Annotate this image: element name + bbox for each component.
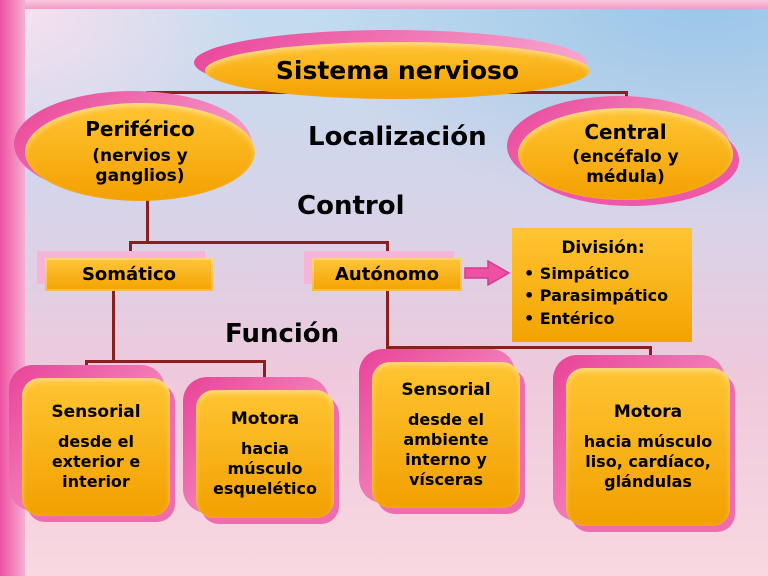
division-title: División: <box>561 238 645 258</box>
leaf-body: desde el ambiente interno y vísceras <box>403 410 489 489</box>
heading-localizacion: Localización <box>308 122 487 152</box>
node-face: Periférico (nervios y ganglios) <box>25 103 255 201</box>
node-face: Sistema nervioso <box>205 42 590 99</box>
periferico-label: Periférico <box>85 116 195 141</box>
connector-line <box>386 290 389 349</box>
division-item: • Simpático <box>524 264 630 283</box>
leaf-body: hacia músculo liso, cardíaco, glándulas <box>583 432 713 491</box>
leaf-sensorial-autonomo: Sensorial desde el ambiente interno y ví… <box>359 349 520 508</box>
heading-control: Control <box>297 191 405 221</box>
division-item: • Parasimpático <box>524 286 669 306</box>
autonomo-label: Autónomo <box>312 258 462 291</box>
leaf-motora-autonomo: Motora hacia músculo liso, cardíaco, glá… <box>553 355 730 526</box>
leaf-motora-somatico: Motora hacia músculo esquelético <box>183 377 334 518</box>
heading-funcion: Función <box>225 319 340 349</box>
connector-line <box>146 197 149 244</box>
division-box: División: • Simpático • Parasimpático • … <box>512 228 692 342</box>
node-central: Central (encéfalo y médula) <box>507 96 733 200</box>
division-item: • Entérico <box>524 308 615 328</box>
connector-line <box>85 360 266 363</box>
node-face: Motora hacia músculo liso, cardíaco, glá… <box>566 368 730 526</box>
node-face: Central (encéfalo y médula) <box>518 108 733 200</box>
leaf-title: Sensorial <box>51 402 141 422</box>
node-face: Sensorial desde el exterior e interior <box>22 378 170 516</box>
top-border-decoration <box>0 0 768 9</box>
node-autonomo: Autónomo <box>304 251 462 291</box>
node-face: Sensorial desde el ambiente interno y ví… <box>372 362 520 508</box>
somatico-label: Somático <box>45 258 213 291</box>
node-somatico: Somático <box>37 251 213 291</box>
node-sistema-nervioso: Sistema nervioso <box>194 30 590 99</box>
connector-line <box>112 290 115 363</box>
central-label: Central <box>584 119 667 144</box>
leaf-body: hacia músculo esquelético <box>212 439 317 498</box>
connector-line <box>263 360 266 392</box>
arrow-right-icon <box>464 259 511 287</box>
leaf-title: Motora <box>613 402 683 422</box>
connector-line <box>386 346 652 349</box>
node-periferico: Periférico (nervios y ganglios) <box>14 91 255 201</box>
connector-line <box>129 241 389 244</box>
leaf-title: Motora <box>230 409 300 429</box>
leaf-body: desde el exterior e interior <box>51 432 141 491</box>
leaf-sensorial-somatico: Sensorial desde el exterior e interior <box>9 365 170 516</box>
periferico-sublabel: (nervios y ganglios) <box>92 145 188 186</box>
node-face: Motora hacia músculo esquelético <box>196 390 334 518</box>
leaf-title: Sensorial <box>401 380 491 400</box>
central-sublabel: (encéfalo y médula) <box>572 146 679 187</box>
root-node-label: Sistema nervioso <box>275 56 520 85</box>
